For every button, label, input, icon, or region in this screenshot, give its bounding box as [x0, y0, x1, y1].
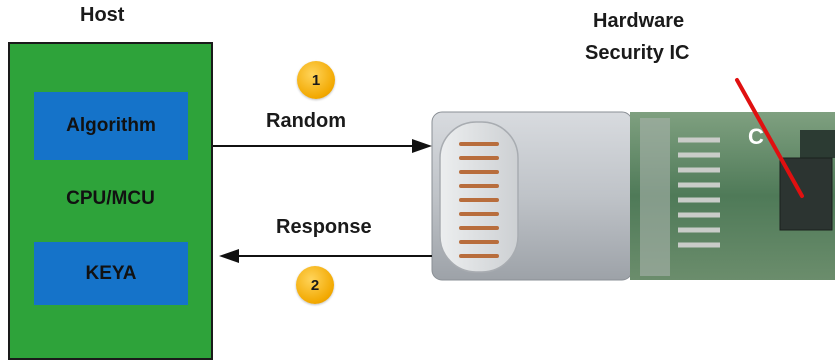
step-2-badge: 2	[296, 266, 334, 304]
ic-pointer-line	[735, 78, 804, 198]
step-1-badge: 1	[297, 61, 335, 99]
random-arrow	[213, 139, 432, 153]
random-label: Random	[266, 110, 346, 132]
keya-label: KEYA	[85, 262, 137, 284]
step-1-number: 1	[311, 71, 321, 89]
algorithm-box: Algorithm	[34, 92, 188, 160]
connector-pins	[459, 142, 499, 258]
host-title: Host	[80, 4, 125, 26]
hardware-title-line2: Security IC	[585, 42, 690, 64]
response-label: Response	[276, 216, 372, 238]
algorithm-label: Algorithm	[66, 115, 156, 136]
cpu-mcu-label: CPU/MCU	[66, 188, 155, 209]
keya-box: KEYA	[34, 242, 188, 305]
hardware-title-line1: Hardware	[593, 10, 685, 32]
response-arrow	[219, 249, 432, 263]
step-2-number: 2	[310, 276, 320, 294]
lightning-connector	[431, 111, 633, 281]
pcb-silkscreen-text: C	[748, 124, 764, 149]
